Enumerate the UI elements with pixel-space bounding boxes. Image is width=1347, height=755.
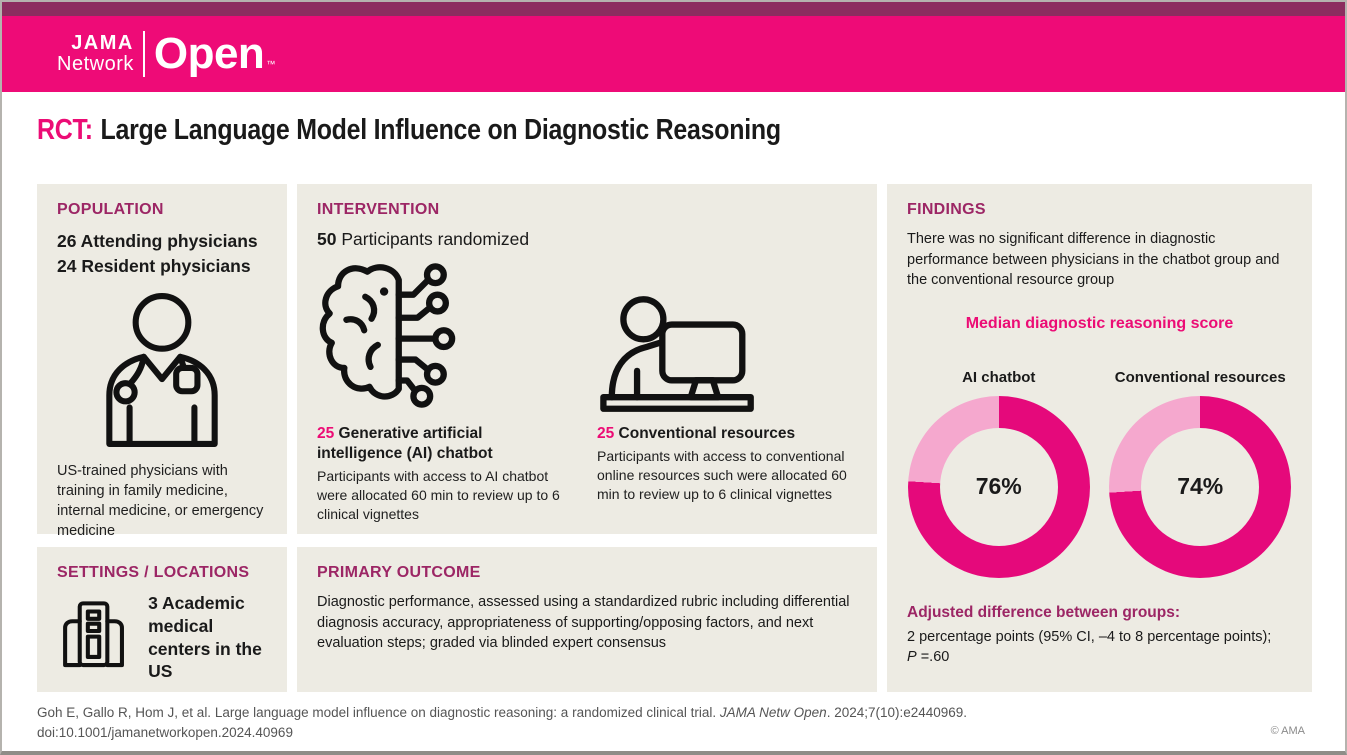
- brand-network: Network: [57, 53, 134, 75]
- hospital-building-icon: [63, 601, 124, 668]
- arm-conventional-icon-wrap: [597, 254, 857, 414]
- donut-label-ai-chatbot: AI chatbot: [962, 368, 1036, 386]
- arm-ai-icon-wrap: [317, 254, 577, 414]
- brand-name-stack: JAMA Network: [57, 33, 134, 75]
- primary-outcome-text: Diagnostic performance, assessed using a…: [317, 594, 850, 652]
- primary-outcome-panel: PRIMARY OUTCOME Diagnostic performance, …: [297, 547, 877, 692]
- title-rct-prefix: RCT:: [37, 114, 93, 146]
- primary-outcome-heading: PRIMARY OUTCOME: [317, 564, 481, 581]
- donut-value-ai-chatbot: 76%: [939, 427, 1058, 546]
- citation-journal: JAMA Netw Open: [719, 704, 827, 720]
- arm-conventional: 25 Conventional resources Participants w…: [597, 254, 857, 524]
- settings-text: 3 Academic medical centers in the US: [148, 593, 262, 682]
- randomized-label: Participants randomized: [336, 229, 530, 249]
- population-heading: POPULATION: [57, 201, 164, 218]
- population-line-attending: 26 Attending physicians: [57, 229, 267, 254]
- adjusted-difference-heading: Adjusted difference between groups:: [907, 603, 1181, 621]
- randomized-count: 50: [317, 229, 337, 249]
- brand-jama: JAMA: [71, 32, 134, 54]
- adjusted-difference-value: 2 percentage points (95% CI, –4 to 8 per…: [907, 628, 1272, 645]
- title-text: Large Language Model Influence on Diagno…: [100, 114, 782, 146]
- settings-heading: SETTINGS / LOCATIONS: [57, 564, 250, 581]
- arm-ai-count: 25: [317, 425, 335, 442]
- citation-tail: . 2024;7(10):e2440969.: [826, 704, 968, 720]
- physician-icon: [106, 293, 218, 447]
- findings-panel: FINDINGS There was no significant differ…: [887, 184, 1312, 692]
- settings-panel: SETTINGS / LOCATIONS 3 Academic medical …: [37, 547, 287, 692]
- arm-ai-chatbot: 25 Generative artificial intelligence (A…: [317, 254, 577, 524]
- arm-ai-title-text: Generative artificial intelligence (AI) …: [317, 425, 493, 462]
- findings-heading: FINDINGS: [907, 201, 986, 218]
- attending-count: 26: [57, 231, 77, 251]
- header-top-strip: [2, 2, 1345, 16]
- citation-doi: doi:10.1001/jamanetworkopen.2024.40969: [37, 724, 293, 740]
- header-band: JAMA Network Open ™: [2, 16, 1345, 92]
- donut-block-conventional: Conventional resources 74%: [1109, 339, 1293, 578]
- donut-value-conventional: 74%: [1141, 427, 1260, 546]
- arm-ai-description: Participants with access to AI chatbot w…: [317, 467, 560, 522]
- arm-ai-title: 25 Generative artificial intelligence (A…: [317, 424, 532, 464]
- intervention-arms: 25 Generative artificial intelligence (A…: [317, 254, 857, 524]
- main-grid: POPULATION 26 Attending physicians 24 Re…: [37, 184, 1312, 692]
- donut-block-ai-chatbot: AI chatbot 76%: [907, 339, 1091, 578]
- chart-title: Median diagnostic reasoning score: [965, 314, 1234, 332]
- population-description: US-trained physicians with training in f…: [57, 463, 264, 539]
- intervention-panel: INTERVENTION 50 Participants randomized: [297, 184, 877, 534]
- p-label: P: [907, 649, 917, 666]
- trademark-symbol: ™: [266, 59, 276, 69]
- arm-conventional-count: 25: [597, 425, 615, 442]
- brand-open-wordmark: Open: [153, 29, 265, 78]
- randomized-line: 50 Participants randomized: [317, 229, 857, 250]
- header: JAMA Network Open ™: [2, 2, 1345, 92]
- person-at-computer-icon: [600, 296, 754, 412]
- population-icon-wrap: [57, 292, 267, 449]
- resident-count: 24: [57, 255, 77, 276]
- citation: Goh E, Gallo R, Hom J, et al. Large lang…: [37, 703, 967, 744]
- adjusted-difference-section: Adjusted difference between groups: 2 pe…: [907, 604, 1292, 668]
- population-line-resident: 24 Resident physicians: [57, 254, 267, 279]
- donut-chart-conventional: 74%: [1109, 395, 1292, 578]
- p-value: =.60: [916, 649, 950, 666]
- donut-label-conventional: Conventional resources: [1114, 368, 1286, 386]
- jama-network-open-logo: JAMA Network Open ™: [57, 31, 275, 77]
- copyright-ama: © AMA: [1270, 725, 1305, 737]
- settings-row: 3 Academic medical centers in the US: [57, 592, 267, 683]
- brand-divider: [142, 31, 145, 77]
- footer: Goh E, Gallo R, Hom J, et al. Large lang…: [37, 703, 1323, 744]
- arm-conventional-description: Participants with access to conventional…: [597, 447, 847, 502]
- findings-summary: There was no significant difference in d…: [907, 231, 1280, 289]
- ai-brain-circuit-icon: [319, 263, 456, 408]
- arm-conventional-title-text: Conventional resources: [614, 425, 796, 442]
- citation-authors-title: Goh E, Gallo R, Hom J, et al. Large lang…: [37, 704, 720, 720]
- adjusted-difference-text: 2 percentage points (95% CI, –4 to 8 per…: [907, 627, 1292, 668]
- resident-label: Resident physicians: [76, 255, 251, 276]
- intervention-heading: INTERVENTION: [317, 201, 440, 218]
- page-title: RCT:Large Language Model Influence on Di…: [37, 114, 902, 147]
- arm-conventional-title: 25 Conventional resources: [597, 424, 857, 444]
- donut-chart-ai-chatbot: 76%: [907, 395, 1090, 578]
- donut-chart-row: AI chatbot 76% Conventional resources 74…: [907, 339, 1292, 578]
- page-title-inner: RCT:Large Language Model Influence on Di…: [37, 114, 781, 147]
- population-panel: POPULATION 26 Attending physicians 24 Re…: [37, 184, 287, 539]
- attending-label: Attending physicians: [76, 231, 258, 251]
